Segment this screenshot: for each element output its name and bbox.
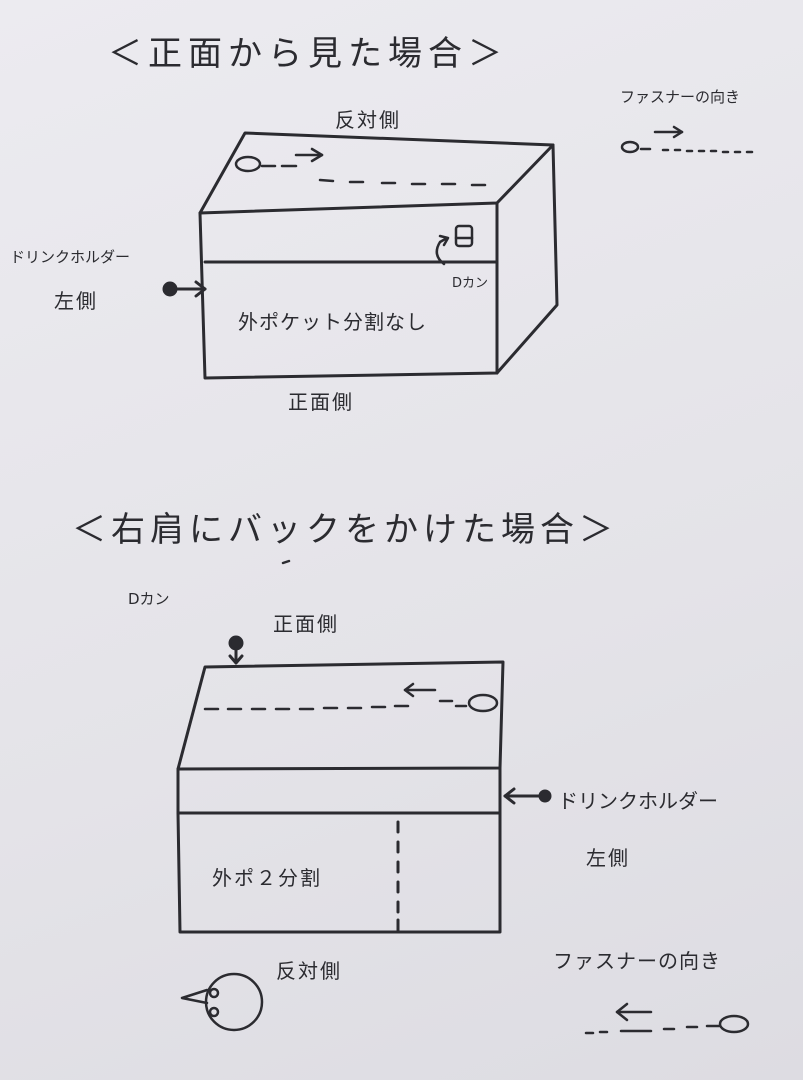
bottom-d-ring-marker [228,635,244,665]
top-d-ring-icon [435,224,474,266]
bottom-zipper-direction-label: ファスナーの向き [553,949,721,973]
stray-mark [281,559,291,565]
bottom-front-side-label: 正面側 [273,612,339,636]
doodle-face-icon [180,972,264,1032]
bottom-section-title: ＜右肩にバックをかけた場合＞ [72,510,618,550]
bottom-drink-holder-label: ドリンクホルダー [558,789,718,813]
bottom-outer-pocket-label: 外ポ２分割 [212,866,322,890]
bottom-zipper-line [203,682,499,713]
top-back-side-label: 反対側 [335,108,401,132]
bottom-back-side-label: 反対側 [276,959,342,983]
top-zipper-line [234,147,487,187]
bottom-drink-holder-arrow [503,787,552,805]
top-outer-pocket-label: 外ポケット分割なし [238,310,427,334]
top-d-ring-label: Dカン [452,276,489,291]
bottom-drink-holder-side-label: 左側 [586,846,630,870]
bottom-zipper-direction-icon [584,1002,750,1035]
bottom-bag-box [176,660,505,934]
top-front-side-label: 正面側 [288,390,354,414]
top-section-title: ＜正面から見た場合＞ [108,34,508,74]
top-drink-holder-label: ドリンクホルダー [10,248,131,266]
top-zipper-direction-icon [620,125,754,154]
top-drink-holder-side-label: 左側 [54,289,98,313]
bottom-d-ring-label: Dカン [128,590,170,608]
top-bag-box [198,131,559,380]
top-drink-holder-arrow [162,280,207,298]
top-zipper-direction-label: ファスナーの向き [620,88,741,106]
